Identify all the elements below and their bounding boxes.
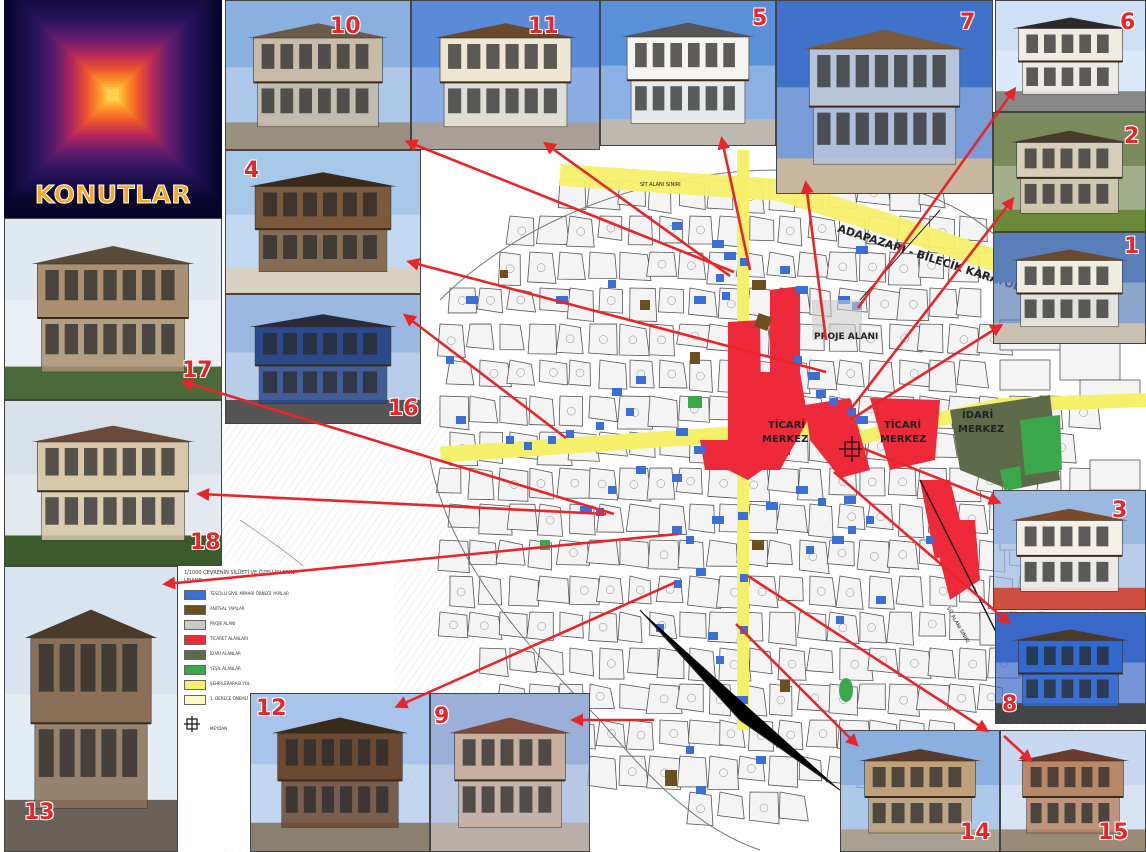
legend-label: YEŞİL ALANLAR xyxy=(210,666,241,671)
label-proje-alani: PROJE ALANI xyxy=(814,332,879,342)
house-illustration xyxy=(994,491,1145,609)
legend-swatch xyxy=(184,590,206,600)
house-photo-6 xyxy=(995,0,1146,112)
legend-label: İDARİ ALANLAR xyxy=(210,651,241,656)
house-photo-14 xyxy=(840,730,1000,852)
house-photo-4 xyxy=(225,150,421,294)
photo-number-3: 3 xyxy=(1112,498,1128,523)
house-illustration xyxy=(226,151,420,293)
house-illustration xyxy=(994,233,1145,343)
legend-title: 1/1000 ÇEVRENİN SİLÜETİ VE ÖZELLİKLERİNİ xyxy=(184,570,296,576)
house-illustration xyxy=(996,1,1145,111)
photo-number-9: 9 xyxy=(434,704,450,729)
house-photo-2 xyxy=(993,112,1146,232)
house-photo-10 xyxy=(225,0,411,150)
house-illustration xyxy=(251,694,429,851)
house-illustration xyxy=(994,113,1145,231)
legend-label: 1. DERECE ÖNEMLİ xyxy=(210,696,249,701)
label-ticari-2: TİCARİ xyxy=(884,420,922,431)
title-box: KONUTLAR xyxy=(4,0,222,218)
photo-number-17: 17 xyxy=(182,358,213,383)
house-illustration xyxy=(412,1,599,149)
legend-subtitle: LEJAND xyxy=(184,578,203,584)
photo-number-4: 4 xyxy=(244,158,260,183)
house-illustration xyxy=(841,731,999,851)
legend-label: TİCARET ALANLARI xyxy=(210,636,248,641)
photo-number-16: 16 xyxy=(388,396,419,421)
house-illustration xyxy=(996,613,1145,723)
legend-swatch xyxy=(184,680,206,690)
photo-number-5: 5 xyxy=(752,6,768,31)
legend-swatch xyxy=(184,635,206,645)
house-photo-11 xyxy=(411,0,600,150)
label-merkez-2: MERKEZ xyxy=(880,434,927,445)
legend-swatch xyxy=(184,605,206,615)
legend-meydan-label: MEYDAN xyxy=(210,726,228,731)
photo-number-14: 14 xyxy=(960,820,991,845)
photo-number-2: 2 xyxy=(1124,124,1140,149)
photo-number-15: 15 xyxy=(1098,820,1129,845)
house-photo-1 xyxy=(993,232,1146,344)
photo-number-1: 1 xyxy=(1124,234,1140,259)
legend-swatch xyxy=(184,665,206,675)
photo-number-13: 13 xyxy=(24,800,55,825)
photo-number-8: 8 xyxy=(1002,692,1018,717)
legend-swatch xyxy=(184,620,206,630)
house-photo-13 xyxy=(4,566,178,852)
label-idari: İDARİ xyxy=(962,410,994,421)
house-illustration xyxy=(601,1,775,145)
photo-number-18: 18 xyxy=(190,530,221,555)
house-photo-12 xyxy=(250,693,430,852)
label-merkez-3: MERKEZ xyxy=(958,424,1005,435)
legend-swatch xyxy=(184,695,206,705)
label-sit-alani: SİT ALANI SINIRI xyxy=(640,182,681,188)
house-photo-5 xyxy=(600,0,776,146)
house-illustration xyxy=(431,694,589,851)
photo-number-10: 10 xyxy=(330,14,361,39)
photo-number-6: 6 xyxy=(1120,10,1136,35)
house-photo-9 xyxy=(430,693,590,852)
legend-swatch xyxy=(184,650,206,660)
legend-label: PROJE ALANI xyxy=(210,621,236,626)
legend-label: TESCİLLİ SİVİL MİMARİ ÖRNEĞİ YAPILAR xyxy=(210,591,289,596)
meydan-legend-icon xyxy=(184,716,200,732)
meydan-symbol xyxy=(839,436,865,462)
photo-number-12: 12 xyxy=(256,696,287,721)
photo-number-11: 11 xyxy=(528,14,559,39)
house-illustration xyxy=(226,1,410,149)
gradient-square xyxy=(4,0,222,218)
house-photo-8 xyxy=(995,612,1146,724)
house-illustration xyxy=(5,567,177,851)
legend-label: ANITSAL YAPILAR xyxy=(210,606,245,611)
legend-label: ŞEHİRLERARASI YOL xyxy=(210,681,251,686)
label-ticari-1: TİCARİ xyxy=(768,420,806,431)
title: KONUTLAR xyxy=(34,180,192,210)
photo-number-7: 7 xyxy=(960,10,976,35)
label-merkez-1: MERKEZ xyxy=(762,434,809,445)
house-illustration xyxy=(5,401,221,565)
